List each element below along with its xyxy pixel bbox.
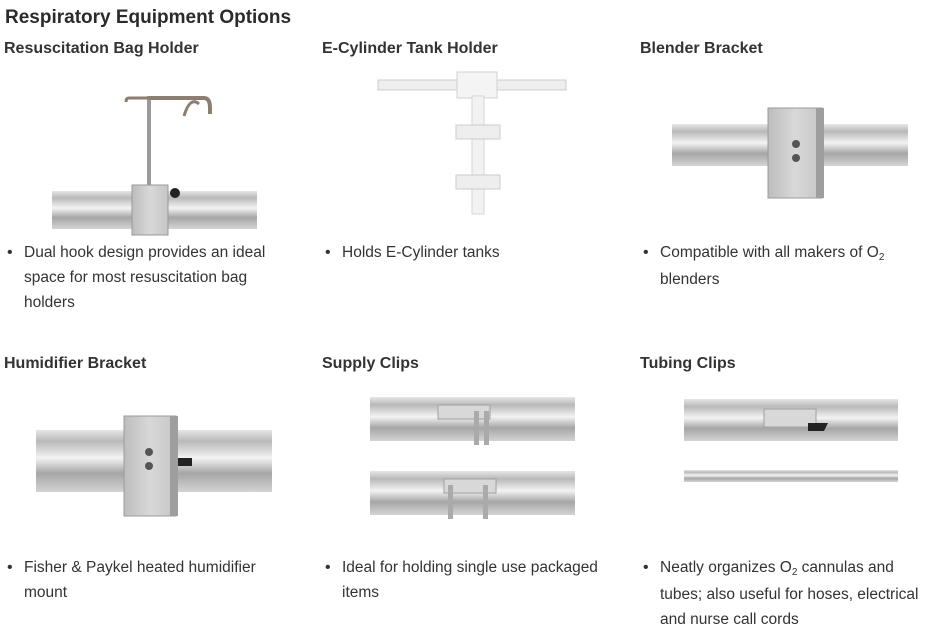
feature-item: Holds E-Cylinder tanks [322, 240, 607, 265]
feature-item: Neatly organizes O2 cannulas and tubes; … [640, 555, 929, 632]
product-title: Tubing Clips [640, 355, 736, 372]
product-title: Supply Clips [322, 355, 419, 372]
page-title: Respiratory Equipment Options [5, 7, 292, 28]
product-card-tubing-clips: Tubing Clips Neatly organizes O2 cannula… [640, 355, 929, 628]
product-card-supply-clips: Supply Clips Ideal for holding single us… [322, 355, 622, 625]
product-image-supply-clips [322, 393, 622, 523]
product-title: Humidifier Bracket [4, 355, 147, 372]
feature-list: Ideal for holding single use packaged it… [322, 555, 607, 605]
product-card-humidifier-bracket: Humidifier Bracket Fisher & Paykel heate… [4, 355, 304, 625]
product-card-blender-bracket: Blender Bracket Compatible with all make… [640, 40, 929, 320]
product-image-blender-bracket [640, 102, 929, 212]
product-title: E-Cylinder Tank Holder [322, 40, 498, 57]
feature-item: Dual hook design provides an ideal space… [4, 240, 289, 315]
feature-list: Fisher & Paykel heated humidifier mount [4, 555, 289, 605]
feature-list: Dual hook design provides an ideal space… [4, 240, 289, 315]
feature-list: Holds E-Cylinder tanks [322, 240, 607, 265]
feature-item: Ideal for holding single use packaged it… [322, 555, 607, 605]
feature-item: Fisher & Paykel heated humidifier mount [4, 555, 289, 605]
product-image-e-cylinder-tank-holder [322, 70, 622, 220]
feature-list: Compatible with all makers of O2 blender… [640, 240, 925, 292]
product-title: Blender Bracket [640, 40, 763, 57]
product-image-resuscitation-bag-holder [4, 86, 304, 236]
product-card-e-cylinder-tank-holder: E-Cylinder Tank Holder Holds E-Cylinder … [322, 40, 622, 320]
feature-item: Compatible with all makers of O2 blender… [640, 240, 925, 292]
feature-list: Neatly organizes O2 cannulas and tubes; … [640, 555, 929, 632]
product-image-humidifier-bracket [4, 412, 304, 522]
product-card-resuscitation-bag-holder: Resuscitation Bag Holder Dual hook desig… [4, 40, 304, 320]
product-title: Resuscitation Bag Holder [4, 40, 199, 57]
product-image-tubing-clips [640, 395, 929, 495]
